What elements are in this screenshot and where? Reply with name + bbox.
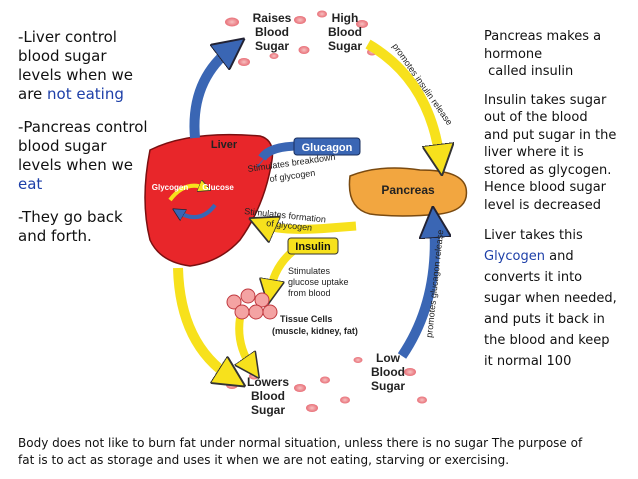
liver-to-raises-arrow bbox=[189, 48, 232, 139]
svg-text:Sugar: Sugar bbox=[328, 39, 362, 53]
tissue-to-lowers-arrow bbox=[239, 317, 252, 368]
svg-text:Blood: Blood bbox=[255, 25, 289, 39]
svg-text:Blood: Blood bbox=[251, 389, 285, 403]
pancreas-control-note: -Pancreas control blood sugar levels whe… bbox=[18, 118, 148, 193]
tissue-label: Tissue Cells bbox=[280, 314, 332, 324]
pancreas-label: Pancreas bbox=[381, 183, 435, 197]
svg-text:of glycogen: of glycogen bbox=[266, 218, 313, 233]
svg-text:Sugar: Sugar bbox=[371, 379, 405, 393]
pancreas-hormone-note: Pancreas makes a hormone called insulin bbox=[484, 29, 602, 79]
low-to-pancreas-arrow bbox=[397, 222, 435, 359]
insulin-to-liver-arrow bbox=[262, 224, 357, 229]
svg-text:Sugar: Sugar bbox=[251, 403, 285, 417]
liver-shape bbox=[144, 133, 274, 267]
lowers-label: Lowers bbox=[247, 375, 289, 389]
svg-text:from blood: from blood bbox=[288, 288, 331, 298]
svg-text:Sugar: Sugar bbox=[255, 39, 289, 53]
left-notes: -Liver control blood sugar levels when w… bbox=[18, 28, 168, 260]
back-and-forth-note: -They go back and forth. bbox=[18, 208, 123, 245]
svg-text:(muscle, kidney, fat): (muscle, kidney, fat) bbox=[272, 326, 358, 336]
svg-text:Blood: Blood bbox=[371, 365, 405, 379]
liver-to-lowers-arrow bbox=[173, 267, 232, 378]
insulin-note: Insulin takes sugar out of the blood and… bbox=[484, 92, 617, 213]
bottom-note: Body does not like to burn fat under nor… bbox=[18, 436, 583, 467]
glycogen-note: Liver takes this Glycogen and converts i… bbox=[484, 228, 617, 369]
liver-control-note: -Liver control blood sugar levels when w… bbox=[18, 28, 134, 103]
pancreas-shape bbox=[348, 167, 468, 217]
raises-label: Raises bbox=[253, 11, 292, 25]
svg-text:of glycogen: of glycogen bbox=[269, 168, 316, 184]
glucose-label: Glucose bbox=[202, 183, 234, 192]
glucagon-label: Glucagon bbox=[302, 142, 353, 154]
low-label: Low bbox=[376, 351, 401, 365]
promotes-insulin-label: promotes insulin release bbox=[390, 41, 454, 127]
insulin-label: Insulin bbox=[295, 241, 331, 253]
right-notes: Pancreas makes a hormone called insulin … bbox=[484, 28, 634, 383]
stim-uptake-label: Stimulates bbox=[288, 266, 331, 276]
svg-text:Blood: Blood bbox=[328, 25, 362, 39]
tissue-cells bbox=[226, 288, 278, 320]
svg-text:glucose uptake: glucose uptake bbox=[288, 277, 349, 287]
glycogen-label: Glycogen bbox=[152, 183, 189, 192]
high-to-pancreas-arrow bbox=[365, 39, 440, 160]
high-label: High bbox=[332, 11, 359, 25]
liver-label: Liver bbox=[211, 139, 238, 151]
